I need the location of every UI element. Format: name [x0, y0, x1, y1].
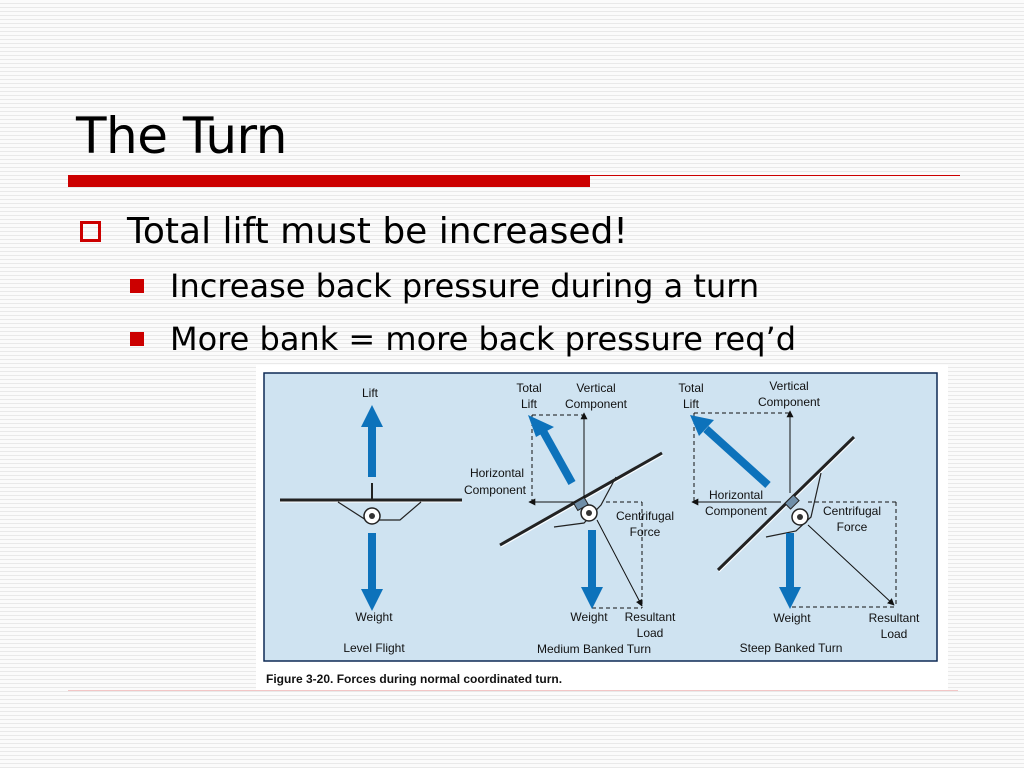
panel-title: Steep Banked Turn [740, 641, 843, 655]
subbullet-item: Increase back pressure during a turn [130, 266, 759, 306]
weight-label: Weight [570, 610, 608, 624]
lift-label: Lift [362, 386, 379, 400]
level-flight-panel: Lift Weight Level Flight [280, 386, 462, 655]
weight-label: Weight [773, 611, 811, 625]
hollow-square-bullet-icon [80, 220, 101, 242]
subbullet-item: More bank = more back pressure req’d [130, 319, 796, 359]
panel-title: Level Flight [343, 641, 405, 655]
total-lift-arrow [539, 429, 576, 485]
filled-square-bullet-icon [130, 332, 144, 346]
slide-title: The Turn [76, 107, 287, 165]
bottom-rule [68, 690, 958, 691]
total-lift-arrow [703, 426, 771, 488]
total-lift-arrowhead-icon [690, 415, 714, 436]
filled-square-bullet-icon [130, 279, 144, 293]
bullet-text: Total lift must be increased! [127, 210, 628, 252]
airplane-front-icon [280, 483, 462, 525]
resultant-load-arrow [596, 519, 643, 607]
weight-arrowhead-icon [581, 587, 603, 609]
weight-arrowhead-icon [361, 589, 383, 611]
lift-arrowhead-icon [361, 405, 383, 427]
weight-label: Weight [355, 610, 393, 624]
airplane-steep-banked-icon [716, 435, 856, 573]
title-underline [68, 175, 590, 187]
bullet-item: Total lift must be increased! [80, 208, 628, 254]
resultant-load-arrow [807, 524, 895, 606]
subbullet-text: More bank = more back pressure req’d [170, 320, 796, 358]
panel-title: Medium Banked Turn [537, 642, 651, 656]
subbullet-text: Increase back pressure during a turn [170, 267, 760, 305]
airplane-banked-icon [499, 451, 664, 548]
total-lift-arrowhead-icon [528, 415, 554, 437]
figure-caption: Figure 3-20. Forces during normal coordi… [266, 672, 562, 686]
title-underline-thin [590, 175, 960, 176]
weight-arrowhead-icon [779, 587, 801, 609]
